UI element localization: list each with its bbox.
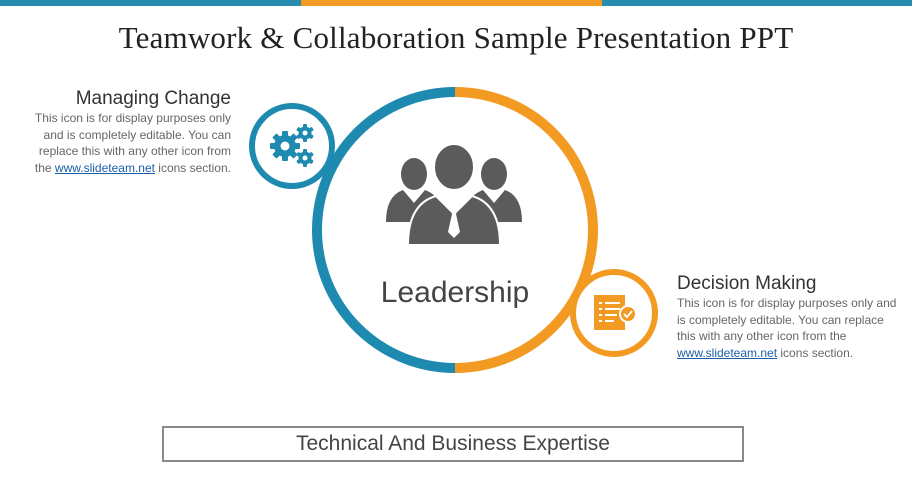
slide-title: Teamwork & Collaboration Sample Presenta… — [118, 20, 794, 55]
decision-making-block: Decision Making This icon is for display… — [677, 273, 897, 361]
ring-right-half-orange — [454, 87, 598, 373]
managing-change-desc-tail: icons section. — [154, 160, 231, 175]
decision-making-heading: Decision Making — [677, 273, 817, 294]
document-check-icon — [594, 295, 637, 330]
footer-box: Technical And Business Expertise — [162, 426, 744, 462]
decision-making-desc-tail: icons section. — [777, 345, 854, 360]
decision-making-desc-text: This icon is for display purposes only a… — [677, 296, 897, 343]
decision-making-link[interactable]: www.slideteam.net — [677, 345, 778, 360]
decision-making-description: This icon is for display purposes only a… — [677, 295, 897, 361]
managing-change-description: This icon is for display purposes only a… — [20, 110, 231, 176]
ring-left-half-blue — [312, 87, 456, 373]
managing-change-link[interactable]: www.slideteam.net — [54, 160, 155, 175]
gears-icon — [270, 124, 314, 167]
center-label: Leadership — [380, 276, 530, 309]
managing-change-desc-text: This icon is for display purposes only a… — [34, 111, 231, 175]
top-accent-bar — [0, 0, 912, 6]
managing-change-heading: Managing Change — [75, 88, 231, 109]
managing-change-block: Managing Change This icon is for display… — [20, 88, 231, 176]
team-leadership-icon — [386, 143, 522, 246]
